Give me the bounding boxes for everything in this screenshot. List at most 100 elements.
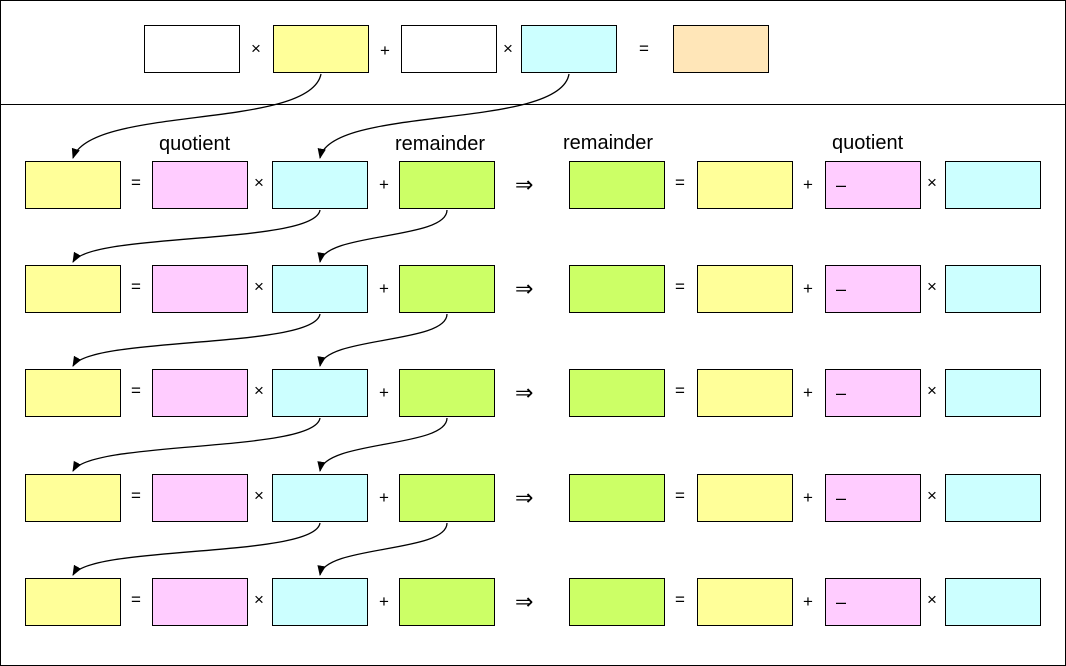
divisor-copy-box[interactable] (945, 578, 1041, 626)
minus-sign: – (836, 488, 847, 508)
arrow-row1-divisor (72, 209, 321, 263)
top-blank-box-2[interactable] (401, 25, 497, 73)
equals-sign-right: = (675, 590, 685, 609)
times-sign-right: × (927, 486, 937, 505)
top-times-2: × (503, 39, 513, 58)
top-cyan-box[interactable] (521, 25, 617, 73)
dividend-box[interactable] (25, 369, 121, 417)
dividend-copy-box[interactable] (697, 578, 793, 626)
top-peach-box[interactable] (673, 25, 769, 73)
quotient-box[interactable] (152, 578, 248, 626)
times-sign: × (254, 486, 264, 505)
plus-sign-right: + (803, 175, 813, 194)
dividend-copy-box[interactable] (697, 161, 793, 209)
remainder-box[interactable] (399, 369, 495, 417)
times-sign-right: × (927, 381, 937, 400)
dividend-box[interactable] (25, 161, 121, 209)
divisor-copy-box[interactable] (945, 161, 1041, 209)
divisor-box[interactable] (272, 474, 368, 522)
remainder-result-box[interactable] (569, 474, 665, 522)
plus-sign: + (379, 488, 389, 507)
arrow-row2-divisor (72, 313, 321, 367)
top-times-1: × (251, 39, 261, 58)
implies-sign: ⇒ (515, 276, 534, 301)
divisor-box[interactable] (272, 161, 368, 209)
section-divider (0, 104, 1066, 105)
arrow-row4-remainder (317, 522, 448, 577)
dividend-box[interactable] (25, 578, 121, 626)
remainder-result-box[interactable] (569, 161, 665, 209)
quotient-box[interactable] (152, 265, 248, 313)
remainder-box[interactable] (399, 161, 495, 209)
divisor-box[interactable] (272, 265, 368, 313)
remainder-result-box[interactable] (569, 369, 665, 417)
times-sign: × (254, 381, 264, 400)
remainder-box[interactable] (399, 265, 495, 313)
remainder-result-box[interactable] (569, 578, 665, 626)
implies-sign: ⇒ (515, 380, 534, 405)
times-sign-right: × (927, 173, 937, 192)
remainder-result-box[interactable] (569, 265, 665, 313)
divisor-copy-box[interactable] (945, 474, 1041, 522)
label-quotient-right: quotient (832, 132, 904, 154)
arrow-row4-divisor (72, 522, 321, 576)
dividend-box[interactable] (25, 474, 121, 522)
plus-sign: + (379, 279, 389, 298)
plus-sign-right: + (803, 488, 813, 507)
equals-sign-right: = (675, 381, 685, 400)
quotient-box[interactable] (152, 161, 248, 209)
top-yellow-box[interactable] (273, 25, 369, 73)
divisor-copy-box[interactable] (945, 265, 1041, 313)
arrow-row2-remainder (317, 313, 448, 368)
arrow-top-cyan-to-row1 (317, 73, 570, 160)
top-blank-box-1[interactable] (144, 25, 240, 73)
plus-sign-right: + (803, 383, 813, 402)
divisor-box[interactable] (272, 578, 368, 626)
divisor-copy-box[interactable] (945, 369, 1041, 417)
times-sign-right: × (927, 277, 937, 296)
arrow-row1-remainder (317, 209, 448, 264)
divisor-box[interactable] (272, 369, 368, 417)
label-remainder-left: remainder (395, 133, 486, 155)
plus-sign-right: + (803, 592, 813, 611)
plus-sign: + (379, 383, 389, 402)
negated-quotient-box[interactable]: – (825, 161, 921, 209)
times-sign-right: × (927, 590, 937, 609)
quotient-box[interactable] (152, 474, 248, 522)
equals-sign: = (131, 381, 141, 400)
label-quotient-left: quotient (159, 133, 231, 155)
times-sign: × (254, 277, 264, 296)
minus-sign: – (836, 175, 847, 195)
quotient-box[interactable] (152, 369, 248, 417)
equals-sign: = (131, 277, 141, 296)
negated-quotient-box[interactable]: – (825, 265, 921, 313)
equals-sign-right: = (675, 277, 685, 296)
dividend-copy-box[interactable] (697, 265, 793, 313)
dividend-box[interactable] (25, 265, 121, 313)
plus-sign-right: + (803, 279, 813, 298)
negated-quotient-box[interactable]: – (825, 474, 921, 522)
plus-sign: + (379, 175, 389, 194)
equals-sign: = (131, 486, 141, 505)
implies-sign: ⇒ (515, 589, 534, 614)
times-sign: × (254, 173, 264, 192)
top-plus: + (380, 41, 390, 60)
equals-sign: = (131, 173, 141, 192)
label-remainder-right: remainder (563, 132, 654, 154)
equals-sign: = (131, 590, 141, 609)
equals-sign-right: = (675, 173, 685, 192)
dividend-copy-box[interactable] (697, 369, 793, 417)
minus-sign: – (836, 279, 847, 299)
arrow-row3-divisor (72, 417, 321, 472)
dividend-copy-box[interactable] (697, 474, 793, 522)
implies-sign: ⇒ (515, 485, 534, 510)
remainder-box[interactable] (399, 578, 495, 626)
top-equals: = (639, 39, 649, 58)
times-sign: × (254, 590, 264, 609)
remainder-box[interactable] (399, 474, 495, 522)
negated-quotient-box[interactable]: – (825, 578, 921, 626)
implies-sign: ⇒ (515, 172, 534, 197)
negated-quotient-box[interactable]: – (825, 369, 921, 417)
